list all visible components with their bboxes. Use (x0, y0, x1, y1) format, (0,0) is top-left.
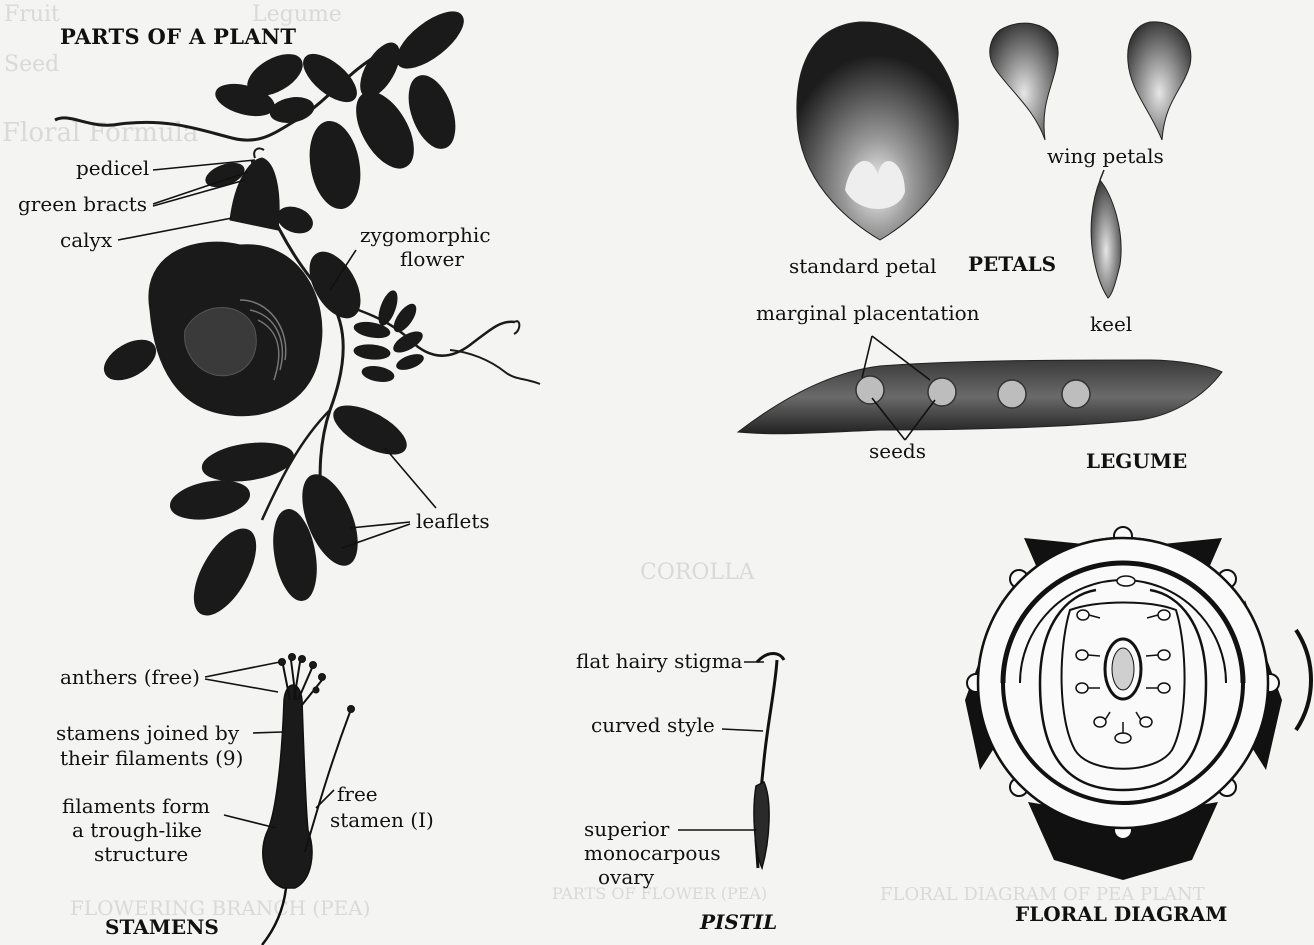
label-monocarpous: monocarpous (584, 842, 721, 865)
leaflet (182, 519, 268, 624)
wing-petals-drawing (990, 22, 1191, 140)
label-trough-2: a trough-like (72, 819, 202, 842)
leaflet (395, 352, 425, 373)
label-green-bracts: green bracts (18, 193, 147, 216)
label-keel: keel (1090, 313, 1132, 336)
leaflet (353, 343, 390, 360)
title-stamens: STAMENS (105, 916, 219, 939)
label-leaflets: leaflets (416, 510, 490, 533)
title-legume: LEGUME (1086, 450, 1187, 473)
label-marginal-placentation: marginal placentation (756, 302, 980, 325)
title-floral-diagram: FLORAL DIAGRAM (1015, 903, 1227, 926)
label-anthers-free: anthers (free) (60, 666, 200, 689)
label-calyx: calyx (60, 229, 112, 252)
label-superior: superior (584, 818, 669, 841)
leaf (353, 37, 407, 103)
seed (928, 378, 956, 406)
label-free-stamen-1: free (337, 783, 378, 806)
label-flat-hairy-stigma: flat hairy stigma (576, 650, 742, 673)
label-seeds: seeds (869, 440, 926, 463)
leaf (388, 2, 472, 78)
label-wing-petals: wing petals (1047, 145, 1164, 168)
seed (998, 380, 1026, 408)
leaflet (361, 364, 395, 383)
label-pedicel: pedicel (76, 157, 149, 180)
label-stamens-joined-2: their filaments (9) (60, 747, 243, 770)
legume-pod-drawing (738, 360, 1222, 434)
pistil-leader-lines (678, 662, 764, 830)
title-pistil: PISTIL (700, 911, 777, 934)
leaf (268, 94, 315, 125)
standard-petal-drawing (797, 22, 958, 240)
label-zygomorphic: zygomorphic (360, 224, 491, 247)
seed (856, 376, 884, 404)
floral-diagram-drawing (965, 527, 1311, 880)
label-flower: flower (400, 248, 464, 271)
label-standard-petal: standard petal (789, 255, 937, 278)
leaf (304, 118, 367, 213)
label-stamens-joined-1: stamens joined by (56, 722, 239, 745)
label-trough-1: filaments form (62, 795, 210, 818)
leaflet (391, 328, 426, 356)
leaf (98, 332, 162, 388)
label-ovary: ovary (598, 866, 654, 889)
leaflet (327, 396, 414, 464)
title-parts-of-a-plant: PARTS OF A PLANT (60, 25, 296, 48)
pistil-drawing (754, 654, 784, 869)
keel-drawing (1091, 170, 1121, 298)
label-trough-3: structure (94, 843, 188, 866)
leaflet (167, 475, 252, 524)
title-petals: PETALS (968, 253, 1056, 276)
label-curved-style: curved style (591, 714, 715, 737)
seed (1062, 380, 1090, 408)
label-free-stamen-2: stamen (I) (330, 809, 434, 832)
